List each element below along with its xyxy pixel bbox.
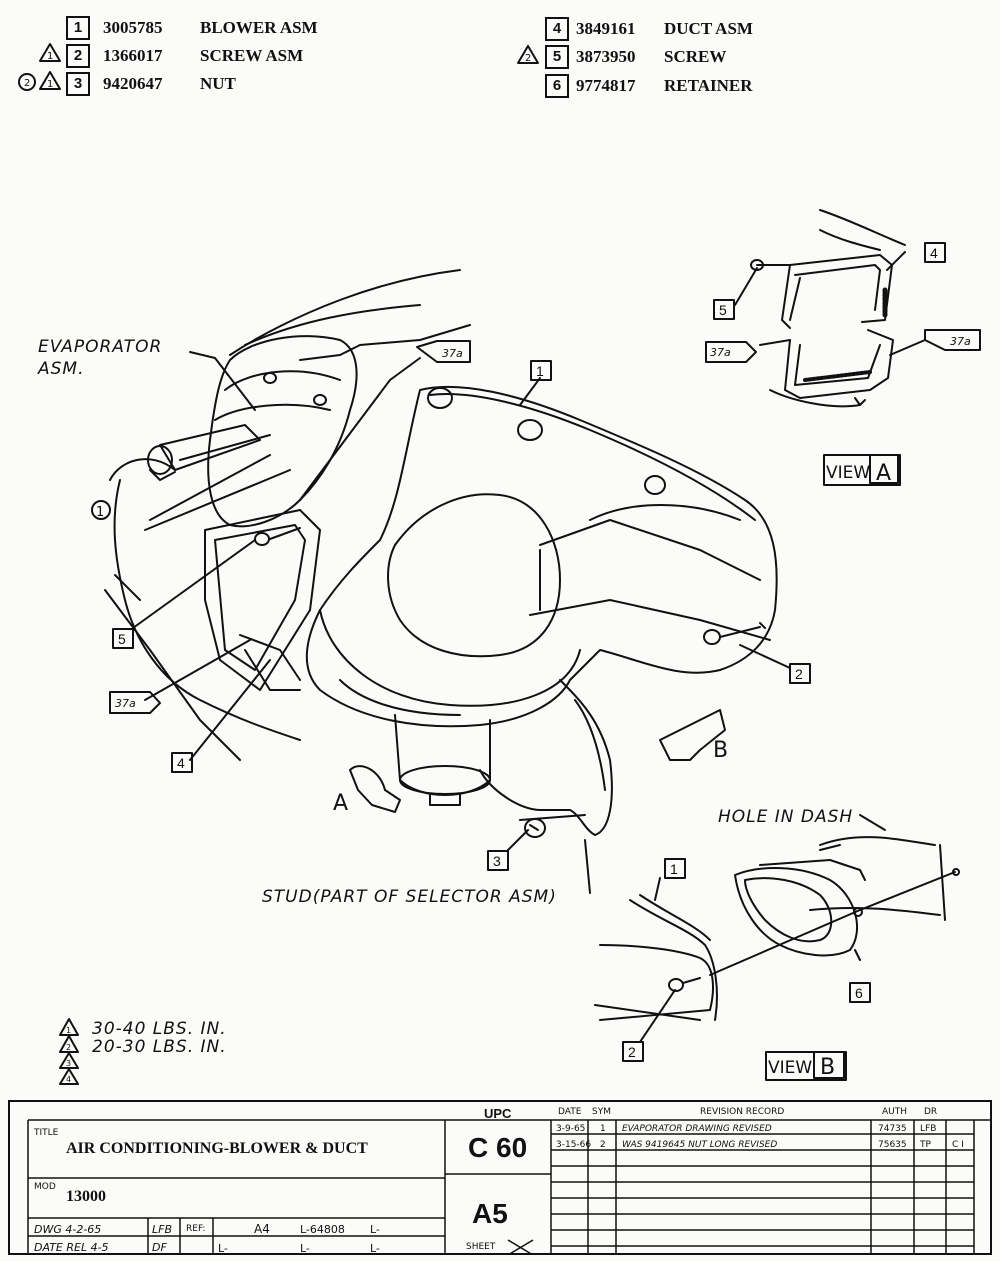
ref-number: L-64808 [300,1223,345,1236]
rev-dr-header: DR [924,1107,938,1117]
rev-sym-header: SYM [592,1107,611,1117]
part-number-box: 5 [545,45,569,69]
release-initials: DF [152,1241,167,1254]
evaporator-asm-label: ASM. [37,359,85,379]
ref-l: L- [300,1242,310,1255]
torque-triangle-number: 3 [66,1059,71,1068]
part-name: SCREW [664,47,727,66]
view-b-word: VIEW [768,1058,812,1078]
drawing-title: AIR CONDITIONING-BLOWER & DUCT [66,1140,368,1157]
callout-2: 2 [628,1044,636,1060]
mod-side-label: MOD [34,1182,56,1192]
clip-b-label: B [713,738,728,763]
rev-auth-header: AUTH [882,1107,908,1117]
part-name: DUCT ASM [664,19,753,38]
flag-triangle-icon [18,43,539,91]
callout-box [112,242,946,1062]
ref-l: L- [218,1242,228,1255]
tag-37a-label: 37a [442,347,463,360]
stud-label: STUD(PART OF SELECTOR ASM) [262,887,557,907]
rev-date: 3-15-66 [556,1140,592,1150]
sheet-code: A5 [472,1198,508,1229]
part-number-box: 1 [66,16,90,40]
ref-l: L- [370,1223,380,1236]
torque-triangle-number: 2 [66,1043,71,1052]
upc-header: UPC [484,1106,512,1121]
callout-3: 3 [493,853,501,869]
callout-5: 5 [118,631,126,647]
part-code: 3849161 [576,19,636,38]
part-name: SCREW ASM [200,46,304,65]
clip-a-label: A [333,791,348,816]
part-name: RETAINER [664,76,753,95]
tag-37a-label: 37a [950,335,971,348]
rev-sym: 1 [600,1124,606,1134]
rev-date: 3-9-65 [556,1124,586,1134]
part-number-box: 2 [66,44,90,68]
ref-code: A4 [254,1222,270,1236]
rev-auth: 74735 [878,1124,907,1134]
rev-dr: TP [920,1140,931,1150]
tag-37a-label: 37a [710,346,731,359]
callout-2: 2 [795,666,803,682]
rev-record: WAS 9419645 NUT LONG REVISED [622,1140,778,1150]
callout-6: 6 [855,985,863,1001]
title-block-grid [27,1119,992,1255]
evaporator-housing [207,335,358,528]
part-number-box: 6 [545,74,569,98]
part-name: BLOWER ASM [200,18,318,37]
dwg-initials: LFB [152,1223,173,1236]
part-code: 9420647 [103,74,163,93]
exploded-diagram: 1 2 1 2 [18,43,981,1085]
mod-number: 13000 [66,1188,106,1205]
view-a-letter: A [876,461,891,486]
torque-spec: 20-30 LBS. IN. [92,1037,227,1057]
part-code: 9774817 [576,76,636,95]
hole-in-dash-label: HOLE IN DASH [718,807,853,827]
rev-date-header: DATE [558,1107,582,1117]
flag-number: 1 [47,79,53,90]
rev-dr: LFB [920,1124,937,1134]
flag-circle-number: 2 [24,78,30,89]
callout-1: 1 [670,861,678,877]
ref-label: REF: [186,1224,206,1234]
callout-5: 5 [719,302,727,318]
torque-triangle-number: 1 [66,1026,71,1035]
flag-number: 1 [47,51,53,62]
part-code: 3005785 [103,18,163,37]
dwg-date: DWG 4-2-65 [34,1223,102,1236]
ref-l: L- [370,1242,380,1255]
rev-record: EVAPORATOR DRAWING REVISED [622,1124,772,1134]
blower-housing [305,385,778,728]
part-number-box: 4 [545,17,569,41]
rev-sym: 2 [600,1140,606,1150]
rev-record-header: REVISION RECORD [700,1107,785,1117]
view-b-letter: B [820,1055,835,1080]
release-date: DATE REL 4-5 [34,1241,109,1254]
callout-4: 4 [930,245,938,261]
rev-ck: C I [952,1140,964,1150]
part-name: NUT [200,74,236,93]
circle-1-label: 1 [96,505,104,520]
tag-37a-icon [109,329,981,714]
part-code: 1366017 [103,46,163,65]
evaporator-label: EVAPORATOR [38,337,162,357]
view-a-word: VIEW [826,463,870,483]
title-side-label: TITLE [34,1128,59,1138]
title-block: TITLE AIR CONDITIONING-BLOWER & DUCT MOD… [8,1100,992,1255]
upc-code: C 60 [468,1132,528,1163]
rev-auth: 75635 [878,1140,907,1150]
part-number-box: 3 [66,72,90,96]
torque-triangle-number: 4 [66,1075,71,1084]
callout-1: 1 [536,363,544,379]
torque-spec: 30-40 LBS. IN. [92,1019,227,1039]
flag-number: 2 [525,53,531,64]
part-code: 3873950 [576,47,636,66]
tag-37a-label: 37a [115,697,136,710]
callout-4: 4 [177,755,185,771]
sheet-label: SHEET [466,1242,496,1252]
